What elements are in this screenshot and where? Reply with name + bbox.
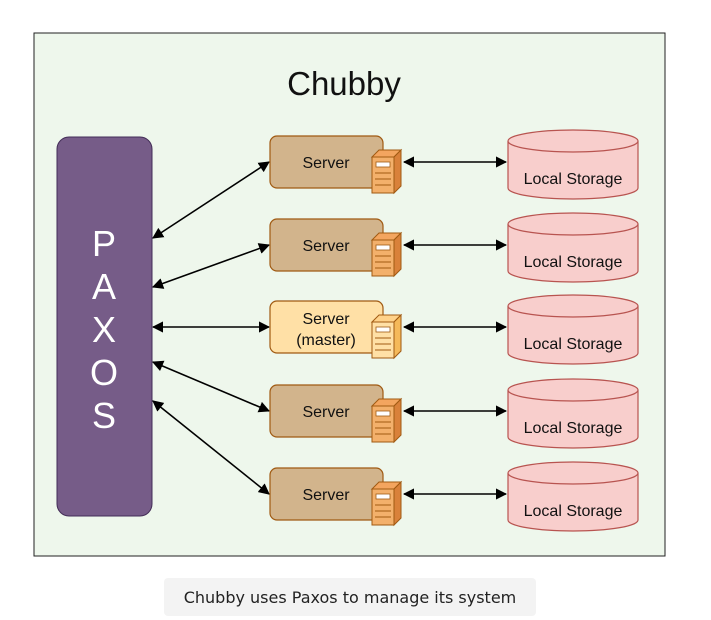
storage-label: Local Storage [524,336,623,353]
server-label: Server [302,155,350,172]
storage-label: Local Storage [524,171,623,188]
database-cylinder-icon [507,129,639,200]
storage-label: Local Storage [524,254,623,271]
server-tower-icon [370,480,403,527]
server-4: Server [269,384,403,444]
local-storage-2: Local Storage [507,212,639,283]
paxos-server-link [152,400,270,495]
database-cylinder-icon [507,212,639,283]
paxos-server-link [151,243,271,289]
server-tower-icon [370,397,403,444]
server-label: Server [302,311,350,328]
server-master: Server (master) [269,300,403,360]
paxos-letter: X [92,309,116,350]
server-1: Server [269,135,403,195]
server-2: Server [269,218,403,278]
database-cylinder-icon [507,461,639,532]
server-label: Server [302,487,350,504]
server-tower-icon [370,313,403,360]
paxos-letter: O [90,352,118,393]
figure-caption: Chubby uses Paxos to manage its system [164,578,536,616]
chubby-title: Chubby [287,65,401,102]
paxos-letter: A [92,266,116,307]
paxos-letter: S [92,395,116,436]
local-storage-5: Local Storage [507,461,639,532]
local-storage-1: Local Storage [507,129,639,200]
server-label: (master) [296,332,356,349]
server-label: Server [302,238,350,255]
paxos-server-link [152,161,270,239]
storage-label: Local Storage [524,420,623,437]
server-label: Server [302,404,350,421]
server-tower-icon [370,231,403,278]
database-cylinder-icon [507,294,639,365]
local-storage-3: Local Storage [507,294,639,365]
local-storage-4: Local Storage [507,378,639,449]
database-cylinder-icon [507,378,639,449]
server-tower-icon [370,148,403,195]
paxos-letter: P [92,223,116,264]
server-5: Server [269,467,403,527]
storage-label: Local Storage [524,503,623,520]
